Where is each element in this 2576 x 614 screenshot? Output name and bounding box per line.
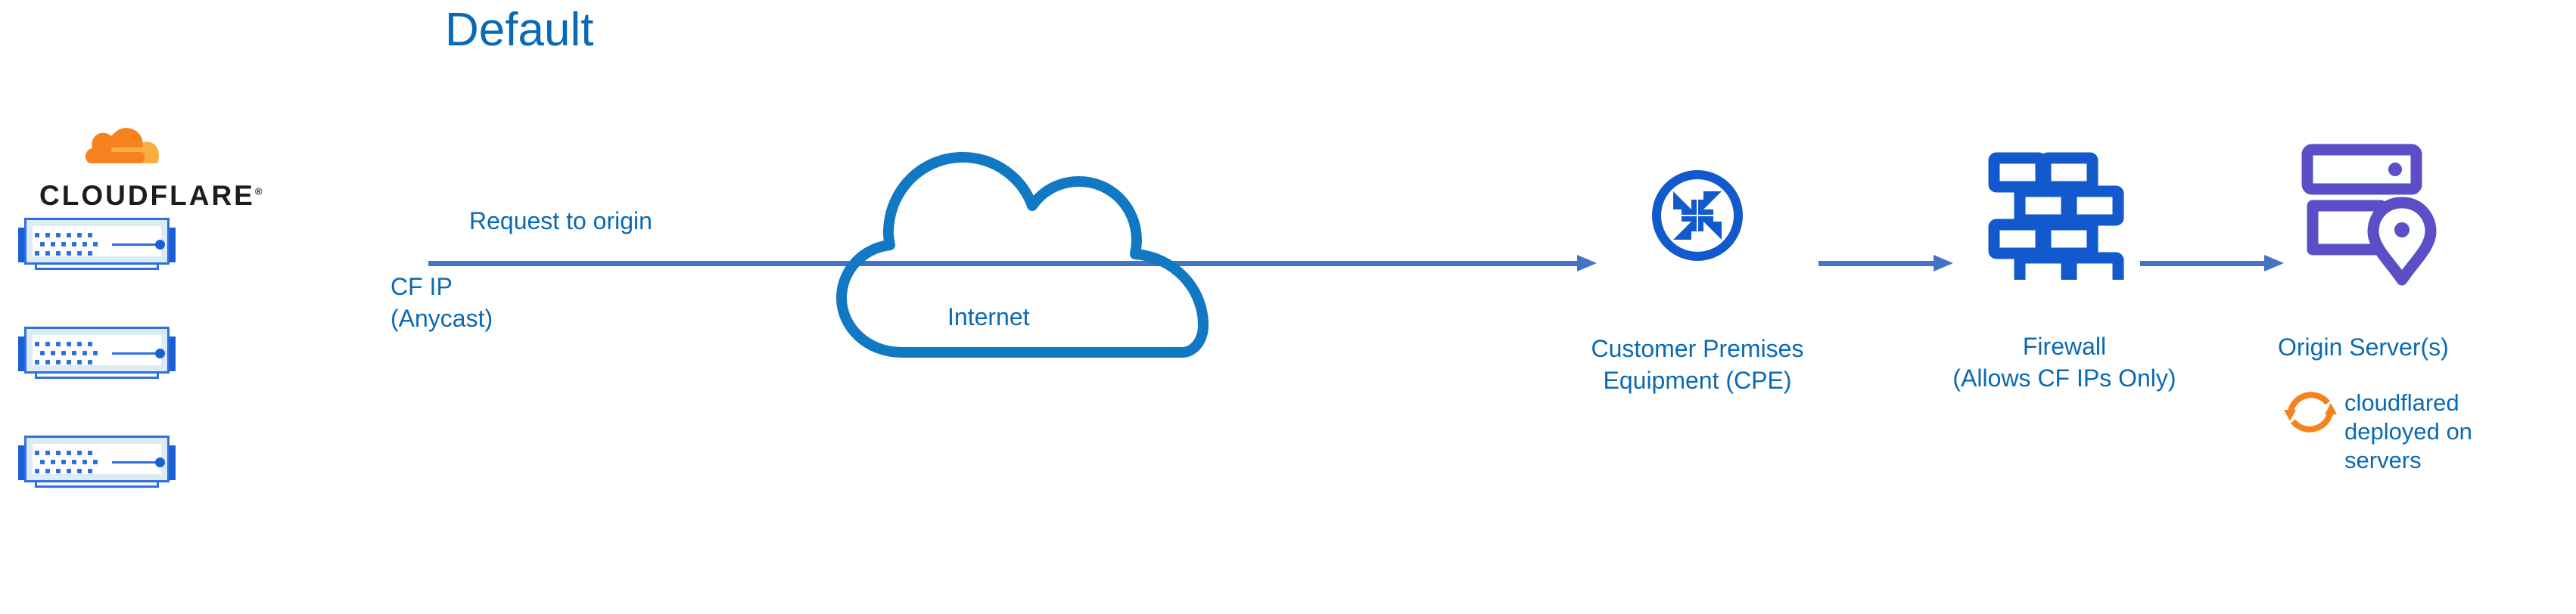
server-body bbox=[24, 436, 170, 482]
server-vent-dots bbox=[35, 451, 100, 473]
cpe-label-line-1: Customer Premises bbox=[1591, 335, 1804, 362]
cloud-outline-icon bbox=[836, 152, 1209, 358]
server-with-location-pin-icon bbox=[2301, 144, 2437, 286]
router-four-arrows-icon bbox=[1652, 170, 1743, 261]
cf-ip-line-2: (Anycast) bbox=[390, 305, 493, 332]
edge-server-unit-1 bbox=[18, 218, 176, 272]
server-indicator-line bbox=[112, 461, 156, 464]
server-base bbox=[35, 372, 159, 379]
edge-server-unit-2 bbox=[18, 327, 176, 381]
server-vent-dots bbox=[35, 233, 100, 256]
page-title: Default bbox=[445, 4, 594, 56]
internet-label: Internet bbox=[947, 303, 1030, 330]
circular-sync-arrows-icon bbox=[2284, 392, 2337, 433]
cf-ip-anycast-label: CF IP (Anycast) bbox=[390, 271, 493, 334]
cloudflare-logo: CLOUDFLARE® bbox=[39, 107, 262, 213]
firewall-label: Firewall (Allows CF IPs Only) bbox=[1892, 330, 2237, 394]
server-base bbox=[35, 481, 159, 488]
request-to-origin-label: Request to origin bbox=[469, 207, 652, 234]
cloudflare-wordmark: CLOUDFLARE® bbox=[39, 180, 262, 212]
server-indicator-line bbox=[112, 352, 156, 355]
registered-mark: ® bbox=[254, 185, 263, 197]
server-indicator-line bbox=[112, 243, 156, 246]
firewall-label-line-1: Firewall bbox=[2022, 333, 2107, 360]
origin-server-label: Origin Server(s) bbox=[2278, 333, 2449, 361]
cloudflare-cloud-icon bbox=[85, 128, 159, 163]
cloudflare-wordmark-text: CLOUDFLARE bbox=[39, 180, 255, 211]
brick-wall-icon bbox=[1988, 152, 2124, 280]
cpe-label: Customer Premises Equipment (CPE) bbox=[1546, 333, 1849, 396]
server-vent-dots bbox=[35, 342, 100, 364]
server-power-led bbox=[155, 457, 165, 467]
cpe-label-line-2: Equipment (CPE) bbox=[1603, 367, 1792, 394]
server-base bbox=[35, 263, 159, 270]
server-faceplate bbox=[33, 226, 161, 256]
server-body bbox=[24, 327, 170, 374]
edge-server-unit-3 bbox=[18, 436, 176, 490]
server-faceplate bbox=[33, 444, 161, 474]
server-body bbox=[24, 218, 170, 265]
server-power-led bbox=[155, 240, 165, 250]
server-power-led bbox=[155, 349, 165, 358]
cloudflared-annotation-label: cloudflared deployed on servers bbox=[2344, 389, 2472, 473]
firewall-label-line-2: (Allows CF IPs Only) bbox=[1952, 364, 2176, 392]
server-faceplate bbox=[33, 335, 161, 365]
cf-ip-line-1: CF IP bbox=[390, 273, 453, 300]
